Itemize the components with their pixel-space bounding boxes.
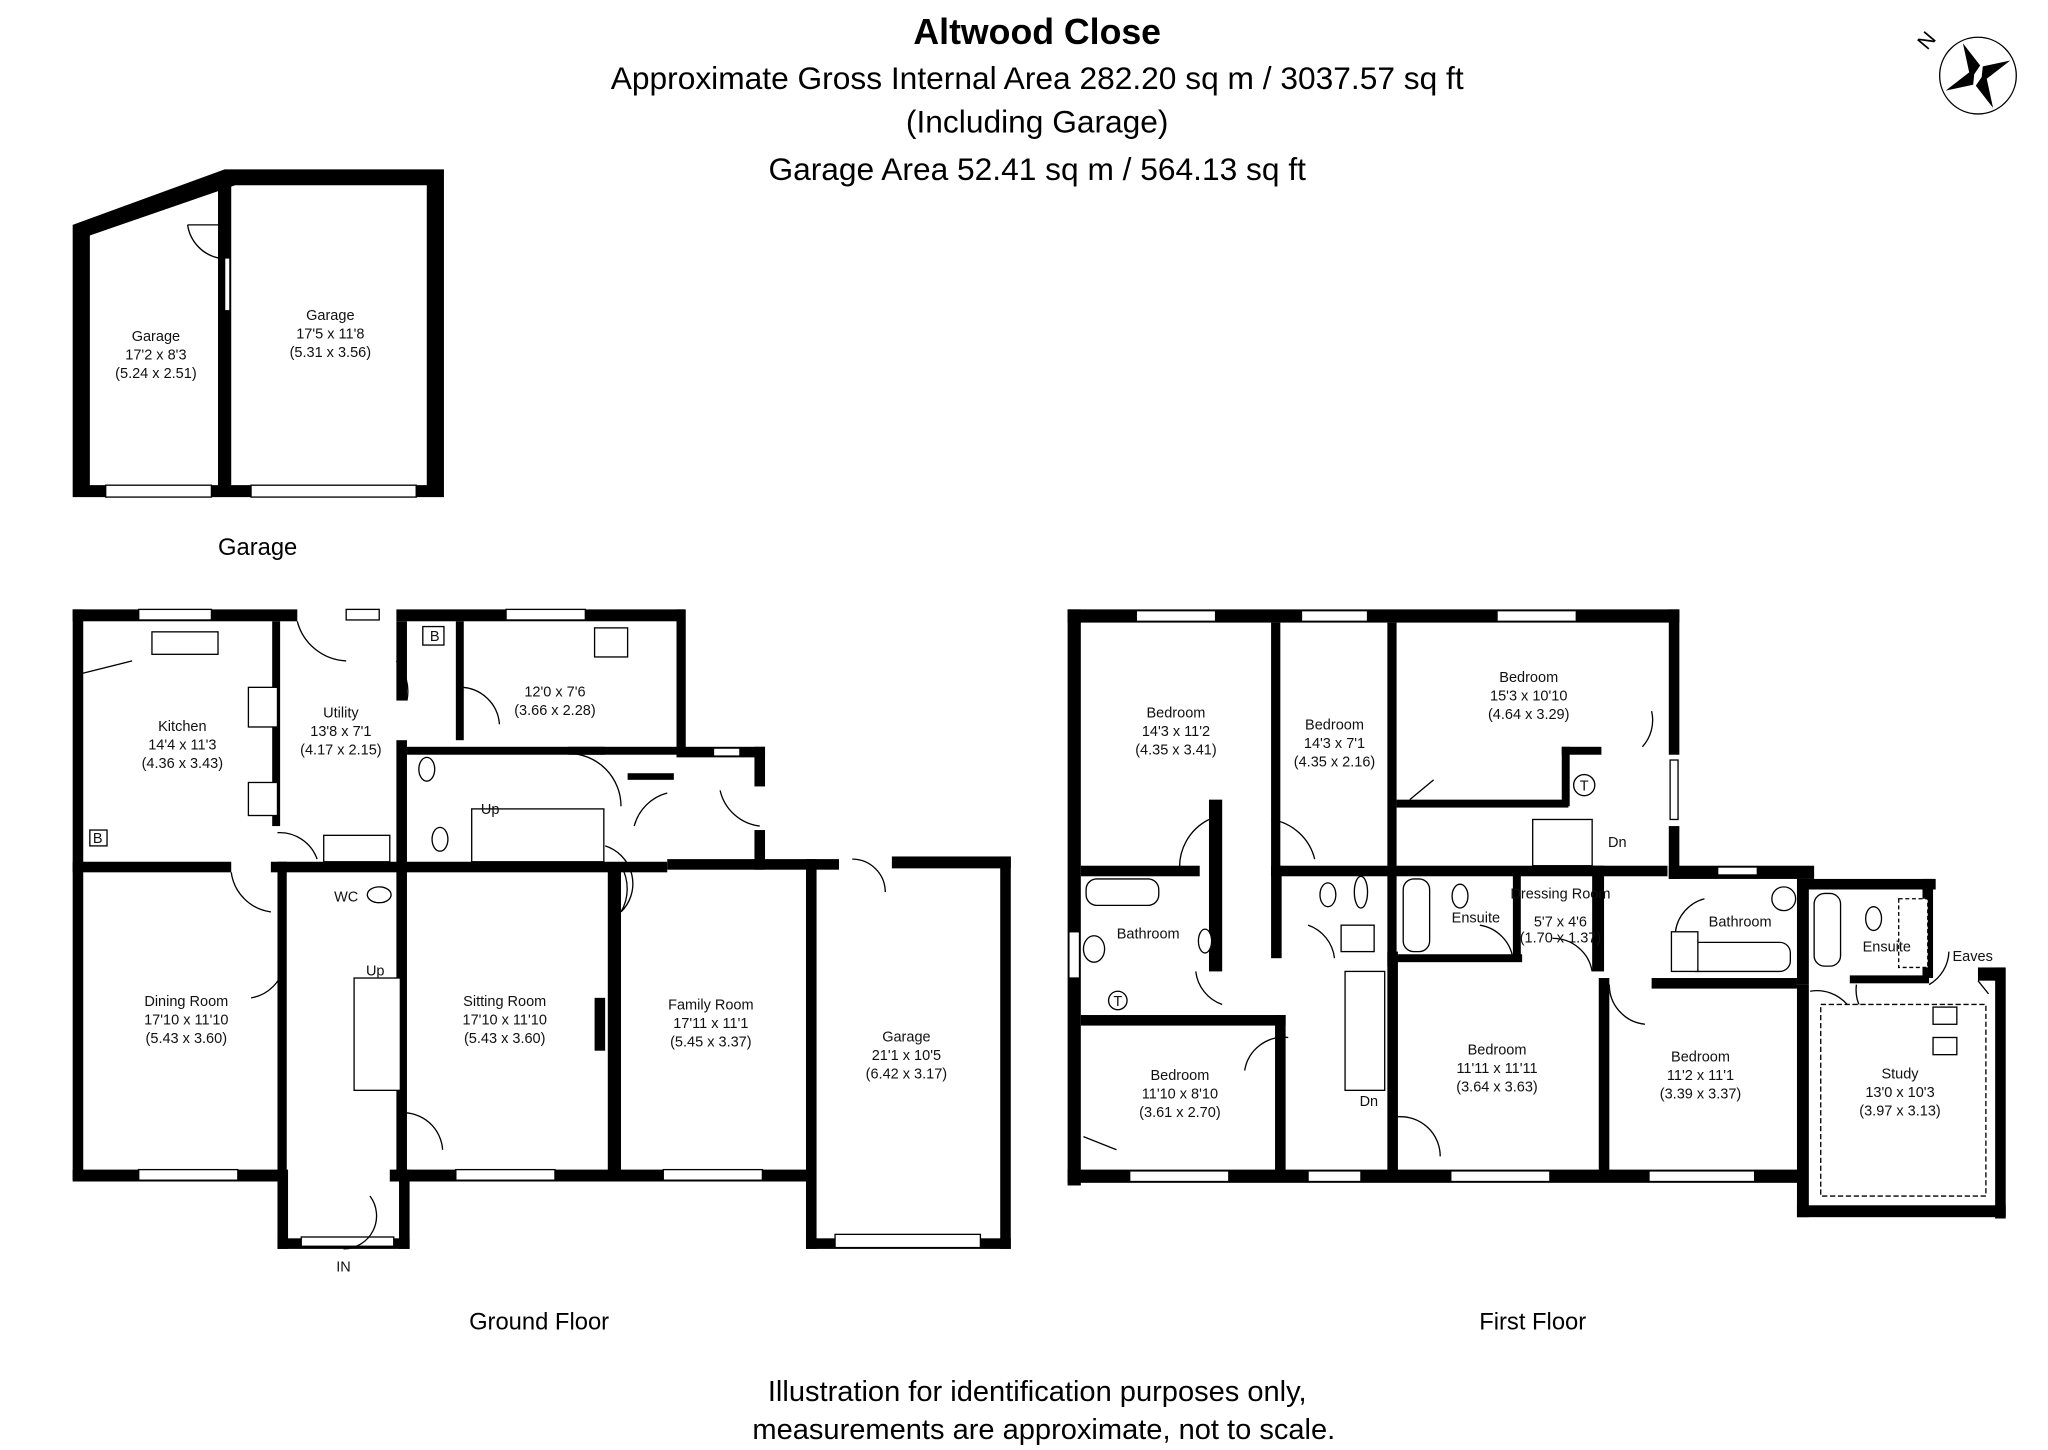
room-size-metric: (1.70 x 1.37) xyxy=(1520,930,1602,946)
room-name: Bedroom xyxy=(1671,1049,1730,1065)
entrance-label: IN xyxy=(336,1259,351,1275)
room-size-imperial: 14'4 x 11'3 xyxy=(148,737,216,753)
room-garage: Garage 21'1 x 10'5 (6.42 x 3.17) xyxy=(866,1029,948,1082)
bathroom-label: Bathroom xyxy=(1117,926,1180,942)
room-size-imperial: 17'10 x 11'10 xyxy=(144,1012,228,1028)
room-name: Dressing Room xyxy=(1510,887,1610,903)
room-size-imperial: 17'2 x 8'3 xyxy=(125,348,186,364)
room-size-imperial: 13'0 x 10'3 xyxy=(1865,1085,1934,1101)
room-dining: Dining Room 17'10 x 11'10 (5.43 x 3.60) xyxy=(144,994,228,1047)
ground-floor-plan: B B WC Up Up IN Kitchen 14'4 x 11'3 (4.3… xyxy=(72,608,1011,1335)
room-size-imperial: 17'11 x 11'1 xyxy=(673,1016,748,1032)
room-size-metric: (3.61 x 2.70) xyxy=(1139,1105,1221,1121)
room-size-imperial: 11'11 x 11'11 xyxy=(1456,1061,1537,1077)
wc-label: WC xyxy=(334,889,358,905)
including-garage: (Including Garage) xyxy=(906,103,1169,139)
room-size-imperial: 21'1 x 10'5 xyxy=(872,1048,941,1064)
room-name: Utility xyxy=(323,706,359,722)
room-size-metric: (5.43 x 3.60) xyxy=(464,1031,546,1047)
garage-area: Garage Area 52.41 sq m / 564.13 sq ft xyxy=(768,151,1306,187)
room-bedroom-3: Bedroom 15'3 x 10'10 (4.64 x 3.29) xyxy=(1488,670,1570,723)
room-size-imperial: 11'10 x 8'10 xyxy=(1142,1086,1218,1102)
room-size-metric: (3.39 x 3.37) xyxy=(1660,1086,1742,1102)
room-unnamed: 12'0 x 7'6 (3.66 x 2.28) xyxy=(514,685,596,719)
property-title: Altwood Close xyxy=(913,12,1161,52)
room-size-metric: (4.36 x 3.43) xyxy=(142,756,223,772)
room-size-metric: (5.24 x 2.51) xyxy=(115,366,197,382)
room-size-metric: (4.64 x 3.29) xyxy=(1488,707,1570,723)
disclaimer-line-1: Illustration for identification purposes… xyxy=(768,1376,1307,1408)
room-size-imperial: 12'0 x 7'6 xyxy=(524,685,585,701)
room-size-metric: (5.45 x 3.37) xyxy=(670,1035,751,1051)
room-name: Bedroom xyxy=(1305,718,1364,734)
room-name: Garage xyxy=(132,329,180,345)
eaves-label: Eaves xyxy=(1953,949,1993,965)
room-size-metric: (6.42 x 3.17) xyxy=(866,1066,948,1082)
room-bedroom-1: Bedroom 14'3 x 11'2 (4.35 x 3.41) xyxy=(1135,706,1217,759)
room-size-metric: (3.64 x 3.63) xyxy=(1456,1080,1538,1096)
room-size-imperial: 11'2 x 11'1 xyxy=(1667,1068,1734,1084)
tank-label: T xyxy=(1580,778,1589,794)
first-floor-plan: T T Bathroom Bathroom Ensuite Ensuite Ea… xyxy=(1067,609,2006,1335)
room-size-imperial: 17'5 x 11'8 xyxy=(296,327,364,343)
room-sitting: Sitting Room 17'10 x 11'10 (5.43 x 3.60) xyxy=(463,994,547,1047)
room-name: Bedroom xyxy=(1150,1068,1209,1084)
room-size-imperial: 13'8 x 7'1 xyxy=(310,724,371,740)
room-size-imperial: 14'3 x 7'1 xyxy=(1304,736,1365,752)
room-size-imperial: 14'3 x 11'2 xyxy=(1142,724,1210,740)
garage-caption: Garage xyxy=(218,534,297,561)
room-name: Kitchen xyxy=(158,719,206,735)
room-name: Bedroom xyxy=(1146,706,1205,722)
room-bedroom-4: Bedroom 11'10 x 8'10 (3.61 x 2.70) xyxy=(1139,1068,1221,1121)
room-size-metric: (4.35 x 2.16) xyxy=(1294,755,1375,771)
garage-plan: Garage 17'2 x 8'3 (5.24 x 2.51) Garage 1… xyxy=(72,169,444,561)
room-size-imperial: 15'3 x 10'10 xyxy=(1490,689,1567,705)
first-floor-caption: First Floor xyxy=(1479,1308,1586,1335)
stairs-down-label: Dn xyxy=(1608,835,1627,851)
room-size-metric: (4.17 x 2.15) xyxy=(300,743,382,759)
room-size-metric: (3.66 x 2.28) xyxy=(514,703,596,719)
room-size-metric: (5.31 x 3.56) xyxy=(290,345,371,361)
room-utility: Utility 13'8 x 7'1 (4.17 x 2.15) xyxy=(300,706,382,759)
stairs-up-label: Up xyxy=(481,802,500,818)
bathroom-label: Bathroom xyxy=(1709,914,1772,930)
room-study: Study 13'0 x 10'3 (3.97 x 3.13) xyxy=(1859,1066,1941,1119)
room-name: Family Room xyxy=(668,998,753,1014)
room-size-metric: (3.97 x 3.13) xyxy=(1859,1103,1941,1119)
room-name: Dining Room xyxy=(144,994,228,1010)
ensuite-label: Ensuite xyxy=(1863,940,1911,956)
ensuite-label: Ensuite xyxy=(1452,911,1500,927)
room-name: Garage xyxy=(306,308,354,324)
stairs-up-label: Up xyxy=(366,963,385,979)
room-dressing: Dressing Room 5'7 x 4'6 (1.70 x 1.37) xyxy=(1510,887,1610,947)
room-size-metric: (5.43 x 3.60) xyxy=(146,1031,228,1047)
room-bedroom-2: Bedroom 14'3 x 7'1 (4.35 x 2.16) xyxy=(1294,718,1375,771)
tank-label: T xyxy=(1113,994,1122,1010)
stairs-down-label: Dn xyxy=(1360,1094,1379,1110)
boiler-label: B xyxy=(93,831,103,847)
gross-area: Approximate Gross Internal Area 282.20 s… xyxy=(611,60,1464,96)
room-kitchen: Kitchen 14'4 x 11'3 (4.36 x 3.43) xyxy=(142,719,223,772)
room-name: Bedroom xyxy=(1468,1043,1527,1059)
room-size-imperial: 5'7 x 4'6 xyxy=(1534,914,1587,930)
room-name: Bedroom xyxy=(1499,670,1558,686)
room-size-metric: (4.35 x 3.41) xyxy=(1135,743,1217,759)
ground-floor-caption: Ground Floor xyxy=(469,1308,609,1335)
room-name: Garage xyxy=(882,1029,930,1045)
compass-rose-icon: N xyxy=(1913,28,2017,115)
room-bedroom-6: Bedroom 11'2 x 11'1 (3.39 x 3.37) xyxy=(1660,1049,1742,1102)
room-family: Family Room 17'11 x 11'1 (5.45 x 3.37) xyxy=(668,998,753,1051)
boiler-label: B xyxy=(430,629,440,645)
room-name: Study xyxy=(1881,1066,1919,1082)
disclaimer-line-2: measurements are approximate, not to sca… xyxy=(752,1414,1335,1446)
room-name: Sitting Room xyxy=(463,994,546,1010)
compass-north-label: N xyxy=(1913,28,1940,54)
room-size-imperial: 17'10 x 11'10 xyxy=(463,1012,547,1028)
room-bedroom-5: Bedroom 11'11 x 11'11 (3.64 x 3.63) xyxy=(1456,1043,1538,1096)
